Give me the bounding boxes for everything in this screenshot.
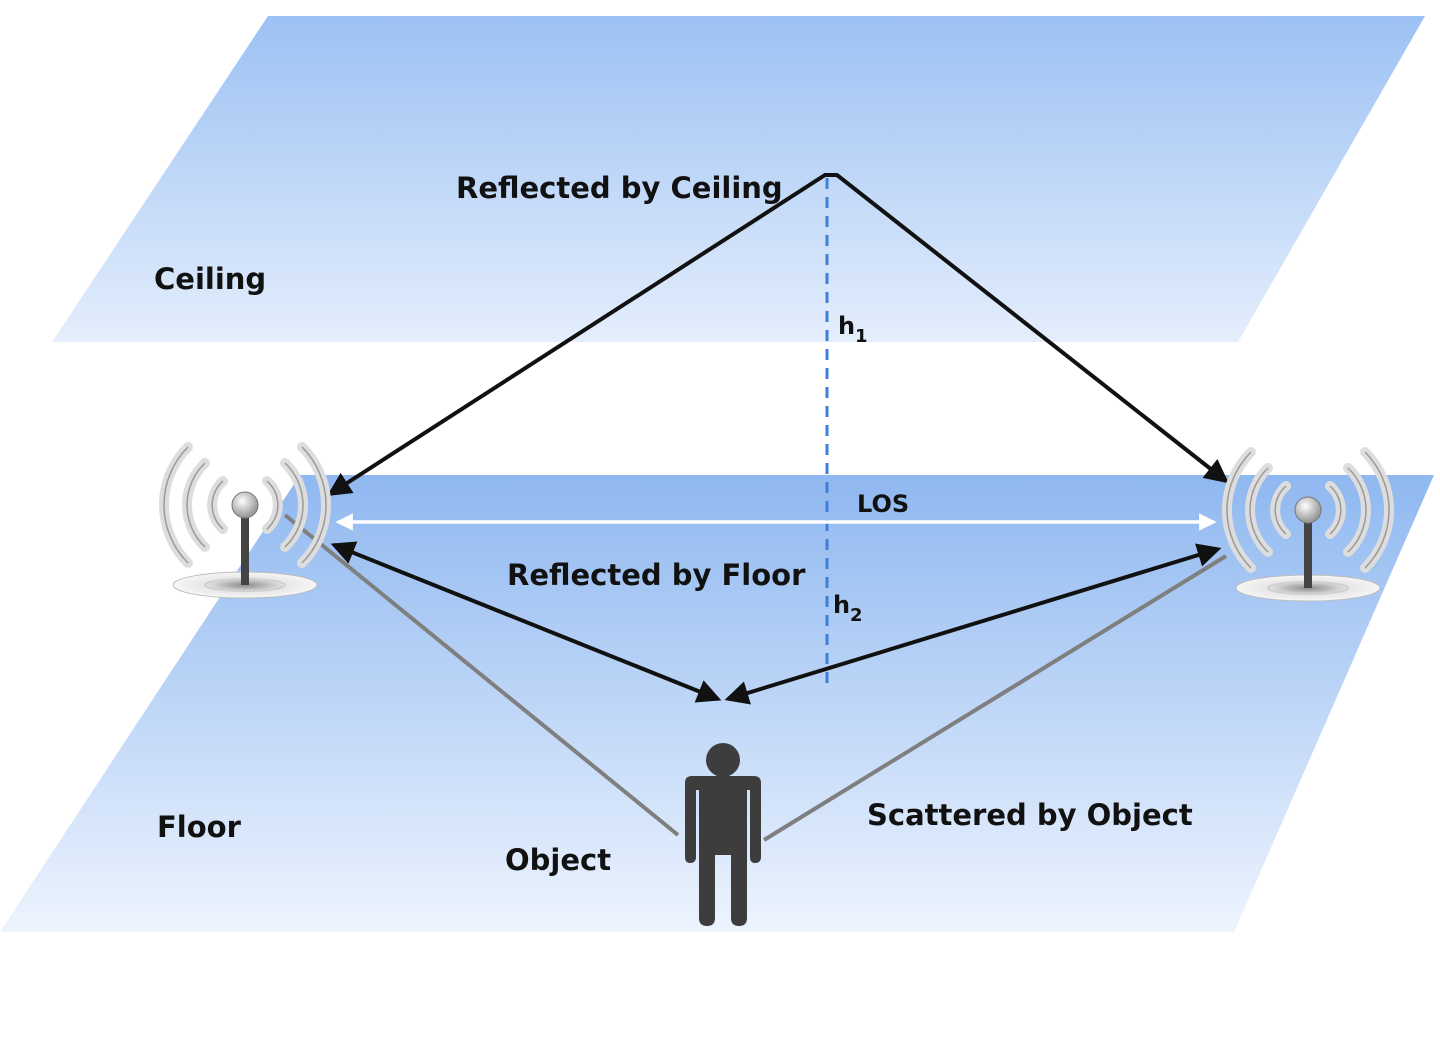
h2-subscript: 2 bbox=[850, 605, 863, 626]
floor-reflection-left bbox=[330, 541, 722, 703]
h2-base: h bbox=[833, 591, 850, 619]
floor-reflection-right bbox=[724, 543, 1222, 705]
los-label: LOS bbox=[857, 490, 909, 518]
ceiling-plane bbox=[52, 16, 1425, 342]
tx-antenna-icon bbox=[158, 442, 332, 599]
ceiling-label: Ceiling bbox=[154, 262, 266, 296]
h2-label: h 2 bbox=[833, 591, 863, 626]
scattered-label: Scattered by Object bbox=[867, 798, 1193, 832]
person-icon bbox=[685, 743, 761, 926]
rx-antenna-icon bbox=[1221, 447, 1395, 602]
h1-subscript: 1 bbox=[855, 326, 868, 347]
h1-base: h bbox=[838, 312, 855, 340]
floor-plane bbox=[0, 475, 1434, 932]
reflected-ceiling-label: Reflected by Ceiling bbox=[456, 171, 783, 205]
reflected-floor-label: Reflected by Floor bbox=[507, 558, 806, 592]
object-label: Object bbox=[505, 843, 611, 877]
h1-label: h 1 bbox=[838, 312, 868, 347]
ceiling-reflection-path bbox=[326, 173, 1229, 496]
floor-label: Floor bbox=[157, 810, 242, 844]
